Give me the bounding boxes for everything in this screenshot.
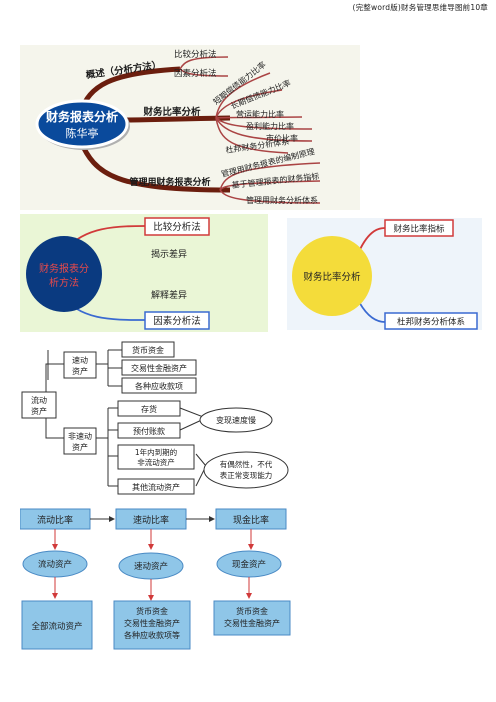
ratio-center-label: 财务比率分析 — [303, 271, 361, 283]
ratio-bottom-label: 杜邦财务分析体系 — [397, 317, 465, 328]
mindmap-panel: 财务报表分析 陈华亭 概述（分析方法） 财务比率分析 管理用财务报表分析 比较分… — [20, 45, 360, 210]
content-box-cash — [213, 600, 291, 636]
quick-item-receivable: 各种应收款项 — [135, 381, 183, 391]
methods-panel: 财务报表分 析方法 比较分析法 因素分析法 揭示差异 解释差异 — [20, 214, 268, 332]
nonquick-item-due-line1: 1年内到期的 — [135, 447, 177, 457]
ratio-table-panel: 流动比率 速动比率 现金比率 流动资产 速动资产 现金资产 全部流动资产 货币资… — [20, 506, 310, 652]
ratio-bottom-box — [384, 312, 478, 330]
page-header: (完整word版)财务管理思维导图前10章 — [352, 3, 488, 12]
ratio-panel: 财务比率分析 财务比率指标 杜邦财务分析体系 — [287, 218, 482, 330]
center-title: 财务报表分析 — [45, 109, 118, 124]
content-cash-line2: 交易性金融资产 — [224, 618, 280, 628]
sub-label-operation: 营运能力比率 — [236, 109, 284, 119]
quick-item-cash: 货币资金 — [132, 345, 164, 355]
content-quick-line2: 交易性金融资产 — [124, 618, 180, 628]
methods-top-label: 比较分析法 — [153, 221, 201, 233]
quick-item-trading: 交易性金融资产 — [131, 363, 187, 373]
quick-item-cash-box — [121, 341, 175, 358]
center-node — [35, 99, 129, 149]
ratio-label-current: 流动比率 — [37, 514, 73, 526]
nonquick-item-inventory-box — [117, 400, 181, 417]
assets-quick-line2: 资产 — [72, 366, 88, 376]
assets-note1-ellipse — [199, 407, 273, 433]
asset-label-cash: 现金资产 — [232, 559, 266, 570]
sub-line-8 — [215, 117, 289, 154]
nonquick-item-other-box — [117, 478, 195, 495]
assets-note2-line2: 表正常变现能力 — [220, 470, 273, 480]
methods-top-box — [144, 217, 210, 236]
branch-line-ratio — [124, 115, 231, 123]
branch-label-management: 管理用财务报表分析 — [129, 176, 210, 188]
quick-item-trading-box — [121, 359, 197, 376]
assets-note2-ellipse — [203, 451, 289, 489]
center-author: 陈华亭 — [66, 126, 99, 140]
branch-line-management — [77, 139, 231, 193]
sub-line-7 — [215, 117, 313, 142]
assets-quick-box — [63, 351, 97, 379]
nonquick-item-prepaid-box — [117, 422, 181, 439]
sub-label-compare: 比较分析法 — [174, 49, 217, 60]
content-current: 全部流动资产 — [31, 621, 82, 632]
assets-nonquick-line2: 资产 — [72, 442, 88, 452]
methods-center-circle — [26, 236, 102, 312]
nonquick-item-inventory: 存货 — [141, 404, 157, 414]
assets-root-line2: 资产 — [31, 406, 47, 416]
sub-label-profit: 盈利能力比率 — [246, 121, 294, 131]
assets-panel: 流动 资产 速动 资产 非速动 资产 货币资金 交易性金融资产 各种应收款项 存… — [20, 340, 320, 498]
methods-bottom-label: 因素分析法 — [153, 315, 201, 327]
sub-label-factor: 因素分析法 — [174, 68, 217, 79]
asset-label-quick: 速动资产 — [134, 561, 168, 572]
content-quick-line1: 货币资金 — [136, 606, 168, 616]
nonquick-item-due-box — [117, 444, 195, 470]
content-cash-line1: 货币资金 — [236, 606, 268, 616]
methods-bottom-box — [144, 311, 210, 330]
asset-label-current: 流动资产 — [38, 559, 72, 570]
sub-line-6 — [215, 117, 313, 130]
assets-note2-line1: 有偶然性，不代 — [220, 459, 273, 469]
sub-line-5 — [215, 116, 303, 119]
methods-top-note: 揭示差异 — [151, 248, 187, 260]
assets-note1: 变现速度慢 — [216, 415, 256, 425]
nonquick-item-prepaid: 预付账款 — [133, 426, 165, 436]
ratio-label-quick: 速动比率 — [133, 514, 169, 526]
assets-quick-line1: 速动 — [72, 355, 88, 365]
nonquick-item-other: 其他流动资产 — [132, 482, 180, 492]
quick-item-receivable-box — [121, 377, 197, 394]
sub-line-11 — [219, 189, 321, 204]
sub-line-2 — [179, 68, 229, 77]
sub-line-10 — [219, 180, 321, 191]
ratio-center-circle — [292, 236, 372, 316]
assets-root-line1: 流动 — [31, 395, 47, 405]
sub-label-mgmt-system: 管理用财务分析体系 — [246, 195, 318, 205]
content-quick-line3: 各种应收款项等 — [124, 630, 180, 640]
sub-line-4 — [215, 89, 283, 119]
ratio-top-label: 财务比率指标 — [393, 224, 445, 235]
ratio-top-box — [384, 219, 454, 237]
sub-line-3 — [215, 72, 271, 119]
assets-root-box — [21, 391, 57, 419]
branch-label-ratio: 财务比率分析 — [142, 106, 201, 118]
sub-line-9 — [219, 162, 321, 191]
sub-label-market: 市价比率 — [266, 133, 298, 143]
content-box-quick — [113, 600, 191, 650]
assets-nonquick-box — [63, 427, 97, 455]
content-box-current — [21, 600, 93, 650]
assets-nonquick-line1: 非速动 — [68, 431, 92, 441]
methods-center-line1: 财务报表分 — [39, 262, 89, 275]
methods-center-line2: 析方法 — [49, 276, 79, 289]
ratio-label-cash: 现金比率 — [233, 514, 269, 526]
methods-bottom-note: 解释差异 — [151, 289, 187, 301]
nonquick-item-due-line2: 非流动资产 — [137, 457, 175, 467]
sub-line-1 — [179, 56, 229, 70]
